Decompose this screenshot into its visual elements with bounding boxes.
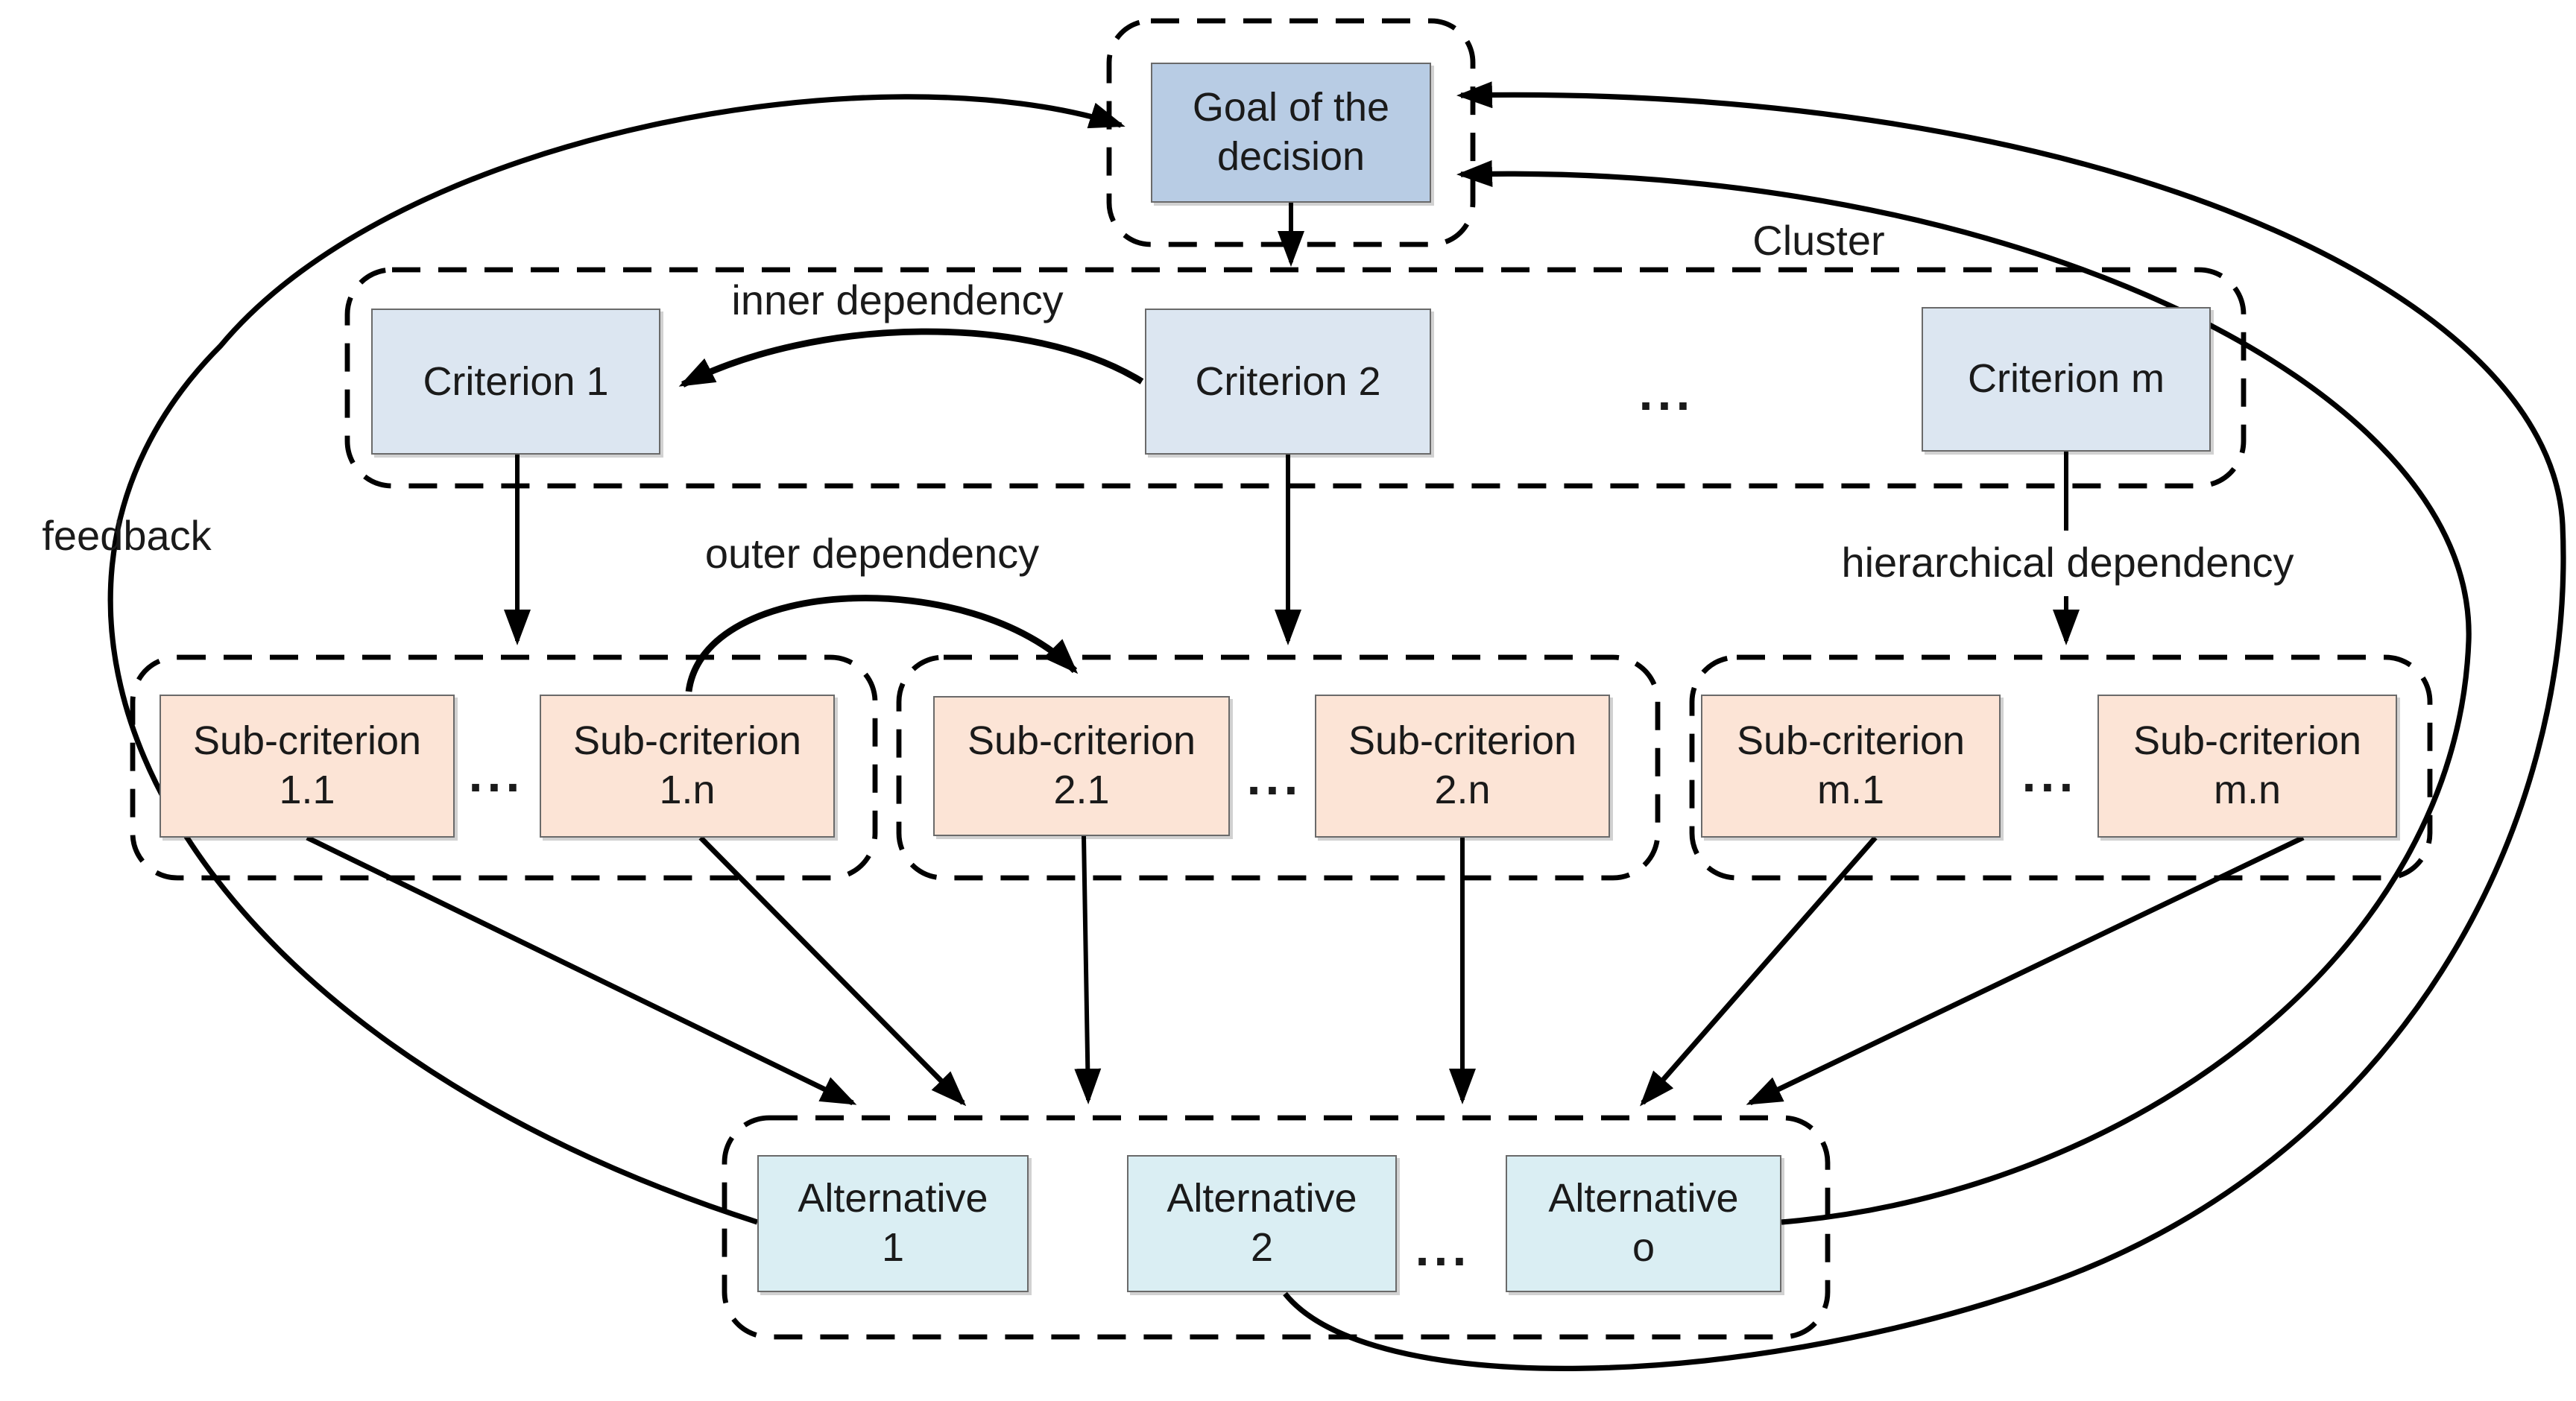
outer-dependency-label: outer dependency [704,531,1040,577]
goal-label-line2: decision [1216,134,1366,179]
subcriterion-2-n-line2: 2.n [1434,768,1491,812]
feedback-label: feedback [42,513,212,559]
arc-inner-dependency [678,328,1144,388]
subcriterion-2-1-line1: Sub-criterion [967,718,1196,764]
subcriteria-group1-ellipsis: ... [468,746,525,803]
criterion-m-box: Criterion m [1922,307,2211,452]
alternative-1-line2: 1 [881,1225,905,1270]
subcriterion-2-1-box: Sub-criterion 2.1 [933,696,1230,836]
alternative-2-line1: Alternative [1167,1176,1357,1221]
subcriterion-1-1-line1: Sub-criterion [192,718,422,764]
alternative-o-line1: Alternative [1548,1176,1739,1221]
criterion-2-label: Criterion 2 [1195,358,1381,404]
subcriteria-group3-ellipsis: ... [2021,746,2078,803]
goal-label-line1: Goal of the [1192,85,1390,130]
curve-feedback-left-alternatives-to-goal [107,94,1126,1225]
alternative-1-box: Alternative 1 [757,1155,1029,1292]
arrow-sub1n-to-alternatives [698,835,967,1107]
curve-feedback-right-inner-alternatives-to-goal [1456,159,2472,1225]
arrow-subm1-to-alternatives [1640,835,1878,1107]
inner-dependency-label: inner dependency [731,277,1064,323]
goal-cluster-outline [1106,18,1476,247]
alternative-2-box: Alternative 2 [1127,1155,1397,1292]
arrow-sub21-to-alternatives [1074,835,1102,1104]
subcriterion-1-1-box: Sub-criterion 1.1 [160,695,455,838]
cluster-label: Cluster [1752,218,1885,264]
subcriterion-m-n-line1: Sub-criterion [2133,718,2362,764]
subcriterion-2-n-box: Sub-criterion 2.n [1315,695,1610,838]
subcriterion-m-n-box: Sub-criterion m.n [2097,695,2397,838]
subcriteria-cluster-2-outline [896,654,1661,881]
arrow-sub11-to-alternatives [306,835,857,1106]
criterion-1-label: Criterion 1 [423,358,609,404]
curve-feedback-right-outer-alternatives-to-goal [1283,81,2566,1371]
subcriterion-1-n-box: Sub-criterion 1.n [540,695,835,838]
goal-box: Goal of the decision [1151,63,1431,203]
arrow-submn-to-alternatives [1746,835,2305,1106]
criterion-m-label: Criterion m [1967,356,2165,402]
criterion-2-box: Criterion 2 [1145,309,1431,455]
criteria-ellipsis: ... [1638,364,1695,421]
subcriterion-1-n-line2: 1.n [659,768,716,812]
subcriterion-m-1-line2: m.1 [1816,768,1884,812]
criterion-1-box: Criterion 1 [371,309,660,455]
subcriterion-2-n-line1: Sub-criterion [1348,718,1577,764]
subcriteria-group2-ellipsis: ... [1246,749,1303,806]
criteria-cluster-outline [344,267,2247,489]
alternatives-ellipsis: ... [1415,1220,1471,1277]
subcriterion-2-1-line2: 2.1 [1053,768,1110,812]
alternative-o-line2: o [1632,1225,1655,1270]
subcriterion-m-n-line2: m.n [2213,768,2281,812]
alternative-1-line1: Alternative [798,1176,988,1221]
subcriteria-cluster-3-outline [1689,654,2433,881]
subcriterion-m-1-box: Sub-criterion m.1 [1701,695,2001,838]
alternative-o-box: Alternative o [1506,1155,1781,1292]
subcriterion-m-1-line1: Sub-criterion [1736,718,1966,764]
arc-outer-dependency [685,595,1079,692]
alternative-2-line2: 2 [1250,1225,1274,1270]
hierarchical-dependency-label: hierarchical dependency [1841,540,2294,586]
subcriterion-1-n-line1: Sub-criterion [572,718,802,764]
subcriteria-cluster-1-outline [130,654,878,881]
subcriterion-1-1-line2: 1.1 [279,768,335,812]
